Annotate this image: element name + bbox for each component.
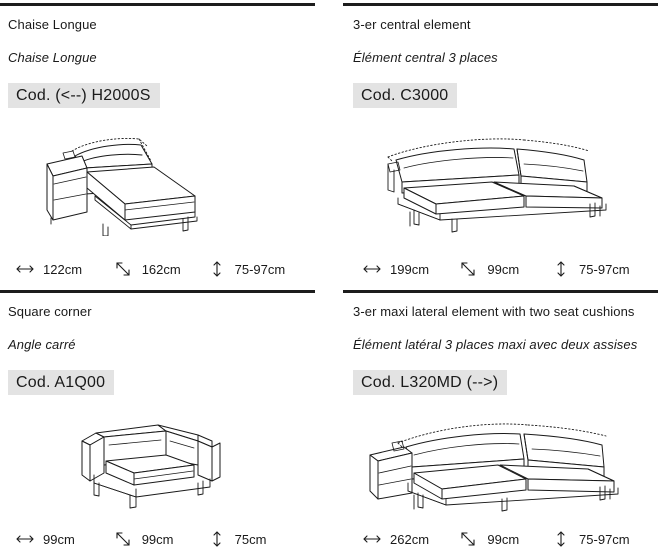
vertical-double-arrow-icon [550,260,572,278]
product-title-fr: Élément central 3 places [353,50,498,65]
dimension-row: 99cm 99cm 75cm [8,521,311,557]
product-code-row: Cod. A1Q00 [8,370,311,395]
dimension-height-value: 75cm [234,531,267,547]
vertical-double-arrow-icon [206,530,228,548]
diagonal-arrow-icon [113,261,135,277]
diagonal-arrow-icon [458,531,480,547]
dimension-width-value: 99cm [43,531,75,547]
product-illustration-lateral-maxi [353,395,654,521]
dimension-height: 75-97cm [206,260,311,278]
cell-top-rule [0,290,315,293]
horizontal-double-arrow-icon [361,263,383,275]
dimension-width-value: 262cm [390,531,430,547]
dimension-depth-value: 99cm [141,531,174,547]
dimension-width: 99cm [14,532,113,547]
horizontal-double-arrow-icon [14,263,36,275]
cell-top-rule [343,3,658,6]
product-code-row: Cod. (<--) H2000S [8,83,311,108]
product-title-en: 3-er central element [353,17,471,32]
dimension-height-value: 75-97cm [579,261,630,277]
product-code-badge: Cod. A1Q00 [8,370,115,395]
diagonal-arrow-icon [113,531,135,547]
dimension-depth-value: 99cm [487,261,520,277]
dimension-height: 75cm [206,530,311,548]
dimension-width: 199cm [361,262,458,277]
vertical-double-arrow-icon [206,260,228,278]
dimension-depth: 99cm [458,531,550,547]
product-title-en: Square corner [8,304,92,319]
vertical-double-arrow-icon [550,530,572,548]
dimension-width: 122cm [14,262,113,277]
product-code-badge: Cod. C3000 [353,83,458,108]
product-code-row: Cod. L320MD (-->) [353,370,654,395]
product-illustration-central-element [353,108,654,251]
dimension-height-value: 75-97cm [234,261,286,277]
dimension-height-value: 75-97cm [579,531,630,547]
product-cell-square-corner: Square corner Angle carré Cod. A1Q00 [0,287,315,557]
product-illustration-square-corner [8,395,311,521]
product-title-fr: Élément latéral 3 places maxi avec deux … [353,337,638,352]
dimension-height: 75-97cm [550,260,654,278]
dimension-row: 199cm 99cm 75-97cm [353,251,654,287]
dimension-width-value: 199cm [390,261,430,277]
product-code-row: Cod. C3000 [353,83,654,108]
product-title-fr: Chaise Longue [8,50,97,65]
product-cell-central-element-3: 3-er central element Élément central 3 p… [343,0,658,287]
dimension-row: 122cm 162cm 75-97cm [8,251,311,287]
product-title-en: Chaise Longue [8,17,97,32]
product-cell-lateral-element-3-maxi: 3-er maxi lateral element with two seat … [343,287,658,557]
dimension-depth: 162cm [113,261,206,277]
horizontal-double-arrow-icon [14,533,36,545]
diagonal-arrow-icon [458,261,480,277]
product-illustration-chaise-longue [8,108,311,251]
column-gutter [315,0,343,287]
dimension-width: 262cm [361,532,458,547]
dimension-height: 75-97cm [550,530,654,548]
product-title-fr: Angle carré [8,337,76,352]
cell-top-rule [343,290,658,293]
column-gutter [315,287,343,557]
dimension-depth-value: 99cm [487,531,520,547]
dimension-depth: 99cm [113,531,206,547]
product-code-badge: Cod. L320MD (-->) [353,370,508,395]
dimension-row: 262cm 99cm 75-97cm [353,521,654,557]
cell-top-rule [0,3,315,6]
dimension-depth-value: 162cm [141,261,181,277]
dimension-depth: 99cm [458,261,550,277]
product-code-badge: Cod. (<--) H2000S [8,83,160,108]
product-title-en: 3-er maxi lateral element with two seat … [353,304,635,319]
horizontal-double-arrow-icon [361,533,383,545]
product-cell-chaise-longue: Chaise Longue Chaise Longue Cod. (<--) H… [0,0,315,287]
dimension-width-value: 122cm [43,261,83,277]
